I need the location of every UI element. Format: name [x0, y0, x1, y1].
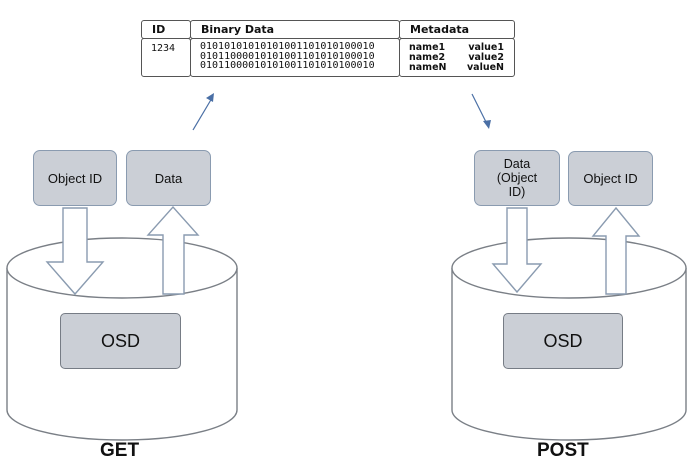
- post-down-arrow: [491, 207, 543, 294]
- record-to-post-arrow: [471, 93, 491, 129]
- binary-line: 01011000010101001101010100010: [200, 50, 375, 62]
- post-osd-box: OSD: [503, 313, 623, 369]
- metadata-row: name1 value1: [409, 43, 504, 53]
- metadata-value: value2: [468, 52, 504, 63]
- id-value: 1234: [151, 43, 176, 54]
- metadata-row: nameN valueN: [409, 63, 504, 73]
- get-object-id-box: Object ID: [33, 150, 117, 206]
- get-up-arrow: [146, 205, 200, 295]
- id-header: ID: [141, 20, 191, 39]
- get-osd-box: OSD: [60, 313, 181, 369]
- metadata-name: name1: [409, 42, 446, 53]
- get-down-arrow: [45, 207, 105, 296]
- metadata-value: value1: [468, 42, 504, 53]
- get-data-box: Data: [126, 150, 211, 206]
- metadata-row: name2 value2: [409, 53, 504, 63]
- metadata-name: name2: [409, 52, 446, 63]
- post-object-id-box: Object ID: [568, 151, 653, 206]
- post-caption: POST: [537, 440, 589, 461]
- metadata-header: Metadata: [399, 20, 515, 39]
- metadata-name: nameN: [409, 62, 447, 73]
- binary-data-cell: 01010101010101001101010100010 0101100001…: [190, 38, 400, 77]
- id-value-cell: 1234: [141, 38, 191, 77]
- post-up-arrow: [591, 206, 641, 295]
- get-caption: GET: [100, 440, 140, 461]
- get-to-record-arrow: [192, 93, 214, 131]
- metadata-cell: name1 value1 name2 value2 nameN valueN: [399, 38, 515, 77]
- binary-line: 01011000010101001101010100010: [200, 60, 375, 72]
- post-data-box: Data (Object ID): [474, 150, 560, 206]
- metadata-value: valueN: [466, 62, 504, 73]
- binary-line: 01010101010101001101010100010: [200, 41, 375, 52]
- binary-data-header: Binary Data: [190, 20, 400, 39]
